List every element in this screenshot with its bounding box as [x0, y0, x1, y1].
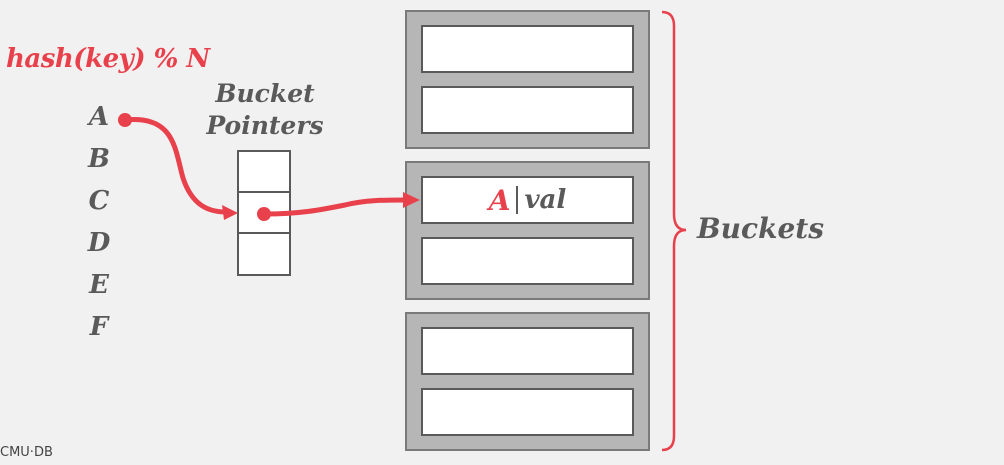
hash-arrow: [122, 117, 229, 215]
pointer-arrowhead: [403, 192, 420, 208]
footer-logo: CMU·DB: [0, 445, 53, 460]
bucket-slot: [421, 388, 634, 436]
bucket-1: A val: [405, 161, 650, 300]
bucket-slot-filled: A val: [421, 176, 634, 224]
bucket-0: [405, 10, 650, 149]
bucket-pointers-title-line1: Bucket: [215, 79, 315, 108]
bucket-slot: [421, 327, 634, 375]
hash-function-label: hash(key) % N: [6, 44, 210, 74]
slot-separator: [516, 186, 519, 214]
bucket-pointers-title: Bucket Pointers: [205, 78, 325, 142]
bucket-slot: [421, 25, 634, 73]
buckets-brace: [661, 10, 687, 452]
buckets-label: Buckets: [697, 212, 824, 245]
slot-key: A: [488, 183, 511, 217]
bucket-slot: [421, 86, 634, 134]
bucket-pointers-title-line2: Pointers: [206, 111, 324, 140]
slot-value: val: [524, 185, 567, 215]
pointer-arrow: [261, 197, 408, 217]
key-c: C: [88, 186, 110, 216]
bucket-slot: [421, 237, 634, 285]
bucket-pointer-cell: [239, 152, 289, 193]
key-e: E: [89, 270, 109, 300]
bucket-pointer-cell: [239, 193, 289, 234]
key-f: F: [89, 312, 109, 342]
key-b: B: [88, 144, 110, 174]
key-d: D: [87, 228, 111, 258]
hash-arrowhead: [222, 205, 238, 220]
bucket-2: [405, 312, 650, 451]
key-a: A: [88, 102, 110, 132]
